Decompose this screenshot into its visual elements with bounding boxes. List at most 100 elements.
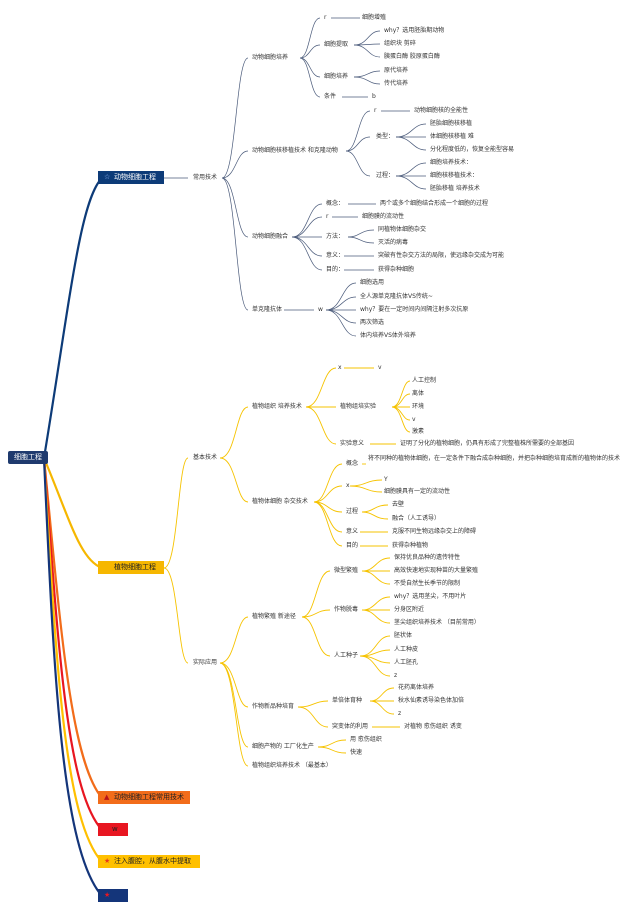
node-process-2[interactable]: 细胞核移植技术：: [430, 172, 479, 179]
node-mab-5[interactable]: 体内培养VS体外培养: [360, 332, 416, 339]
node-micro-1[interactable]: 保持优良品种的遗传特性: [394, 554, 461, 561]
node-tissue-x[interactable]: x: [338, 364, 342, 371]
node-mab-3[interactable]: why？要在一定时间内间隔注射多次抗原: [360, 306, 469, 313]
node-somatic-concept-text[interactable]: 将不同种的植物体细胞，在一定条件下融合成杂种细胞，并把杂种细胞培育成新的植物体的…: [368, 455, 621, 462]
node-industry-1[interactable]: 用 愈伤组织: [350, 736, 382, 743]
node-fusion-purpose-text[interactable]: 获得杂种细胞: [378, 266, 415, 273]
node-r[interactable]: r: [324, 14, 327, 21]
node-cell-extract[interactable]: 细胞提取: [324, 41, 349, 48]
node-type-2[interactable]: 体细胞核移植 难: [430, 133, 474, 140]
node-nuclear-types[interactable]: 类型：: [376, 133, 395, 140]
node-mab-w[interactable]: w: [318, 306, 323, 313]
branch-animal-common-tech[interactable]: ▲动物细胞工程常用技术: [98, 791, 190, 804]
node-nuclear-r[interactable]: r: [374, 107, 377, 114]
node-nuclear-process[interactable]: 过程：: [376, 172, 395, 179]
node-nuclear-r-text[interactable]: 动物细胞核的全能性: [414, 107, 469, 114]
node-fusion-concept[interactable]: 概念：: [326, 200, 345, 207]
node-fusion-purpose[interactable]: 目的：: [326, 266, 345, 273]
node-exp-3[interactable]: 环境: [412, 403, 425, 410]
node-applied[interactable]: 实际应用: [193, 659, 218, 666]
node-exp-1[interactable]: 人工控制: [412, 377, 437, 384]
node-haploid-1[interactable]: 花药离体培养: [398, 684, 435, 691]
node-exp-4[interactable]: v: [412, 416, 416, 423]
node-basic-tech[interactable]: 基本技术: [193, 454, 218, 461]
node-micro-2[interactable]: 高效快速地实现种苗的大量繁殖: [394, 567, 479, 574]
node-new-varieties[interactable]: 作物新品种培育: [252, 703, 295, 710]
node-animal-culture[interactable]: 动物细胞培养: [252, 54, 289, 61]
node-mab-4[interactable]: 两次筛选: [360, 319, 385, 326]
node-haploid-2[interactable]: 秋水仙素诱导染色体加倍: [398, 697, 465, 704]
node-fusion-meaning[interactable]: 意义：: [326, 252, 345, 259]
node-exp-2[interactable]: 离体: [412, 390, 425, 397]
node-seed-2[interactable]: 人工种皮: [394, 646, 419, 653]
node-subculture[interactable]: 传代培养: [384, 80, 409, 87]
node-basic-tissue-tech[interactable]: 植物组织培养技术 （最基本）: [252, 762, 332, 769]
node-fusion-concept-text[interactable]: 两个或多个细胞结合形成一个细胞的过程: [380, 200, 489, 207]
node-industry-2[interactable]: 快速: [350, 749, 363, 756]
node-somatic-purpose-text[interactable]: 获得杂种植物: [392, 542, 429, 549]
node-primary-culture[interactable]: 原代培养: [384, 67, 409, 74]
node-somatic-meaning-text[interactable]: 克服不同生物远缘杂交上的障碍: [392, 528, 477, 535]
node-micro-propagation[interactable]: 微型繁殖: [334, 567, 359, 574]
node-somatic-process[interactable]: 过程: [346, 508, 359, 515]
branch-w[interactable]: w: [98, 823, 128, 836]
node-tissue-meaning-text[interactable]: 证明了分化的植物细胞，仍具有形成了完整植株所需要的全部基因: [400, 440, 575, 447]
node-conditions-value[interactable]: b: [372, 93, 376, 100]
node-exp-5[interactable]: 激素: [412, 428, 425, 435]
node-fusion-r[interactable]: r: [326, 213, 329, 220]
node-seed-4[interactable]: z: [394, 672, 398, 679]
node-seed-1[interactable]: 胚状体: [394, 632, 413, 639]
node-nuclear-transfer[interactable]: 动物细胞核移植技术 和克隆动物: [252, 147, 338, 154]
node-somatic-x-text[interactable]: 细胞膜具有一定的流动性: [384, 488, 451, 495]
node-haploid-breeding[interactable]: 单倍体育种: [332, 697, 363, 704]
node-somatic-concept[interactable]: 概念: [346, 460, 359, 467]
node-fusion-method[interactable]: 方法：: [326, 233, 345, 240]
node-somatic-y[interactable]: Y: [384, 476, 388, 483]
node-tissue-culture[interactable]: 植物组织 培养技术: [252, 403, 302, 410]
node-fusion-r-text[interactable]: 细胞膜的流动性: [362, 213, 405, 220]
node-somatic-process-2[interactable]: 融合（人工诱导）: [392, 515, 441, 522]
node-monoclonal-antibody[interactable]: 单克隆抗体: [252, 306, 283, 313]
branch-plant-cell-engineering[interactable]: 植物细胞工程: [98, 561, 164, 574]
node-somatic-hybrid[interactable]: 植物体细胞 杂交技术: [252, 498, 308, 505]
node-process-1[interactable]: 细胞培养技术：: [430, 159, 473, 166]
branch-ascites[interactable]: ★注入腹腔，从腹水中提取: [98, 855, 200, 868]
node-mab-1[interactable]: 细胞选用: [360, 279, 385, 286]
node-type-1[interactable]: 胚胎细胞核移植: [430, 120, 473, 127]
node-haploid-3[interactable]: z: [398, 710, 402, 717]
node-detox-1[interactable]: why？选用茎尖，不用叶片: [394, 593, 467, 600]
node-tissue-meaning[interactable]: 实验意义: [340, 440, 365, 447]
node-mutant[interactable]: 突变体的利用: [332, 723, 369, 730]
node-type-3[interactable]: 分化程度低的，恢复全能型容易: [430, 146, 515, 153]
node-somatic-process-1[interactable]: 去壁: [392, 501, 405, 508]
node-fusion-meaning-text[interactable]: 突破有性杂交方法的局限，使远缘杂交成为可能: [378, 252, 505, 259]
root-node[interactable]: 细胞工程: [8, 451, 48, 464]
node-extract-1[interactable]: why？选用胚胎期动物: [384, 27, 445, 34]
node-tissue-exp[interactable]: 植物组培实验: [340, 403, 377, 410]
node-somatic-purpose[interactable]: 目的: [346, 542, 359, 549]
node-artificial-seed[interactable]: 人工种子: [334, 652, 359, 659]
branch-empty[interactable]: ★: [98, 889, 128, 902]
node-seed-3[interactable]: 人工胚孔: [394, 659, 419, 666]
node-extract-2[interactable]: 组织块 剪碎: [384, 40, 416, 47]
node-cell-fusion[interactable]: 动物细胞融合: [252, 233, 289, 240]
node-cell-proliferation[interactable]: 细胞增殖: [362, 14, 387, 21]
node-common-tech[interactable]: 常用技术: [193, 174, 218, 181]
node-somatic-meaning[interactable]: 意义: [346, 528, 359, 535]
node-method-1[interactable]: 同植物体细胞杂交: [378, 226, 427, 233]
node-method-2[interactable]: 灭活的病毒: [378, 239, 409, 246]
branch-animal-cell-engineering[interactable]: ☆动物细胞工程: [98, 171, 164, 184]
node-process-3[interactable]: 胚胎移植 培养技术: [430, 185, 480, 192]
node-somatic-x[interactable]: x: [346, 482, 350, 489]
node-mutant-text[interactable]: 对植物 愈伤组织 诱变: [404, 723, 462, 730]
node-detox-2[interactable]: 分身区附近: [394, 606, 425, 613]
node-mab-2[interactable]: 全人源单克隆抗体VS传统~: [360, 293, 433, 300]
node-conditions[interactable]: 条件: [324, 93, 337, 100]
node-detox[interactable]: 作物脱毒: [334, 606, 359, 613]
node-micro-3[interactable]: 不受自然生长季节的限制: [394, 580, 461, 587]
node-detox-3[interactable]: 茎尖组织培养技术 （目前常用）: [394, 619, 480, 626]
node-propagation[interactable]: 植物繁殖 新途径: [252, 613, 296, 620]
node-cell-culture[interactable]: 细胞培养: [324, 73, 349, 80]
node-industrial-production[interactable]: 细胞产物的 工厂化生产: [252, 743, 314, 750]
node-tissue-v[interactable]: v: [378, 364, 382, 371]
